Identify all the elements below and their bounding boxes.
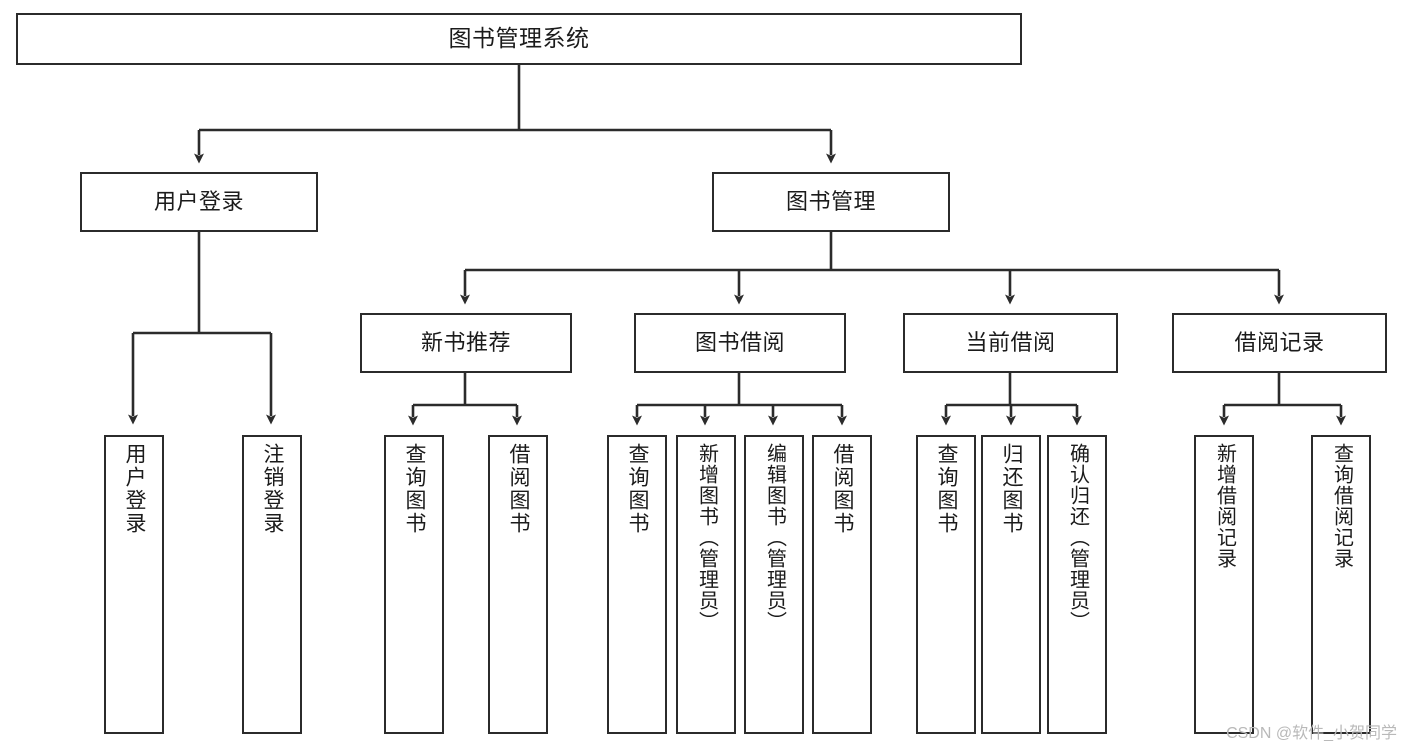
watermark: CSDN @软件_小贺同学 xyxy=(1226,725,1397,742)
leaf-borrow-add-label: 新增图书（管理员） xyxy=(695,443,718,632)
leaf-rec-borrow[interactable]: 借阅图书 xyxy=(488,435,548,734)
leaf-borrow-lend[interactable]: 借阅图书 xyxy=(812,435,872,734)
node-book-manage-label: 图书管理 xyxy=(785,189,876,215)
node-root-label: 图书管理系统 xyxy=(448,25,590,52)
node-new-book-rec[interactable]: 新书推荐 xyxy=(360,313,572,373)
node-book-borrow-label: 图书借阅 xyxy=(694,330,785,356)
leaf-cur-confirm-label: 确认归还（管理员） xyxy=(1066,443,1089,632)
leaf-borrow-edit-label: 编辑图书（管理员） xyxy=(763,443,786,632)
leaf-cur-return[interactable]: 归还图书 xyxy=(981,435,1041,734)
leaf-cur-confirm[interactable]: 确认归还（管理员） xyxy=(1047,435,1107,734)
leaf-borrow-edit[interactable]: 编辑图书（管理员） xyxy=(744,435,804,734)
node-borrow-record[interactable]: 借阅记录 xyxy=(1172,313,1387,373)
leaf-rec-query[interactable]: 查询图书 xyxy=(384,435,444,734)
leaf-borrow-query-label: 查询图书 xyxy=(626,443,650,535)
leaf-cur-query-label: 查询图书 xyxy=(935,443,959,535)
node-new-book-rec-label: 新书推荐 xyxy=(420,330,511,356)
node-borrow-record-label: 借阅记录 xyxy=(1234,330,1325,356)
leaf-user-login-label: 用户登录 xyxy=(123,443,147,535)
node-user-login-label: 用户登录 xyxy=(153,189,244,215)
leaf-borrow-add[interactable]: 新增图书（管理员） xyxy=(676,435,736,734)
leaf-borrow-lend-label: 借阅图书 xyxy=(831,443,855,535)
leaf-cur-return-label: 归还图书 xyxy=(1000,443,1024,535)
leaf-user-login[interactable]: 用户登录 xyxy=(104,435,164,734)
node-current-borrow-label: 当前借阅 xyxy=(965,330,1056,356)
leaf-cur-query[interactable]: 查询图书 xyxy=(916,435,976,734)
node-current-borrow[interactable]: 当前借阅 xyxy=(903,313,1118,373)
node-book-manage[interactable]: 图书管理 xyxy=(712,172,950,232)
leaf-rec-add-label: 新增借阅记录 xyxy=(1213,443,1236,569)
leaf-rec-query-label: 查询图书 xyxy=(403,443,427,535)
node-user-login[interactable]: 用户登录 xyxy=(80,172,318,232)
leaf-borrow-query[interactable]: 查询图书 xyxy=(607,435,667,734)
leaf-user-logout-label: 注销登录 xyxy=(261,443,285,535)
node-root[interactable]: 图书管理系统 xyxy=(16,13,1022,65)
leaf-rec-add[interactable]: 新增借阅记录 xyxy=(1194,435,1254,734)
leaf-user-logout[interactable]: 注销登录 xyxy=(242,435,302,734)
leaf-rec-borrow-label: 借阅图书 xyxy=(507,443,531,535)
node-book-borrow[interactable]: 图书借阅 xyxy=(634,313,846,373)
leaf-rec-query-record[interactable]: 查询借阅记录 xyxy=(1311,435,1371,734)
leaf-rec-query-record-label: 查询借阅记录 xyxy=(1330,443,1353,569)
